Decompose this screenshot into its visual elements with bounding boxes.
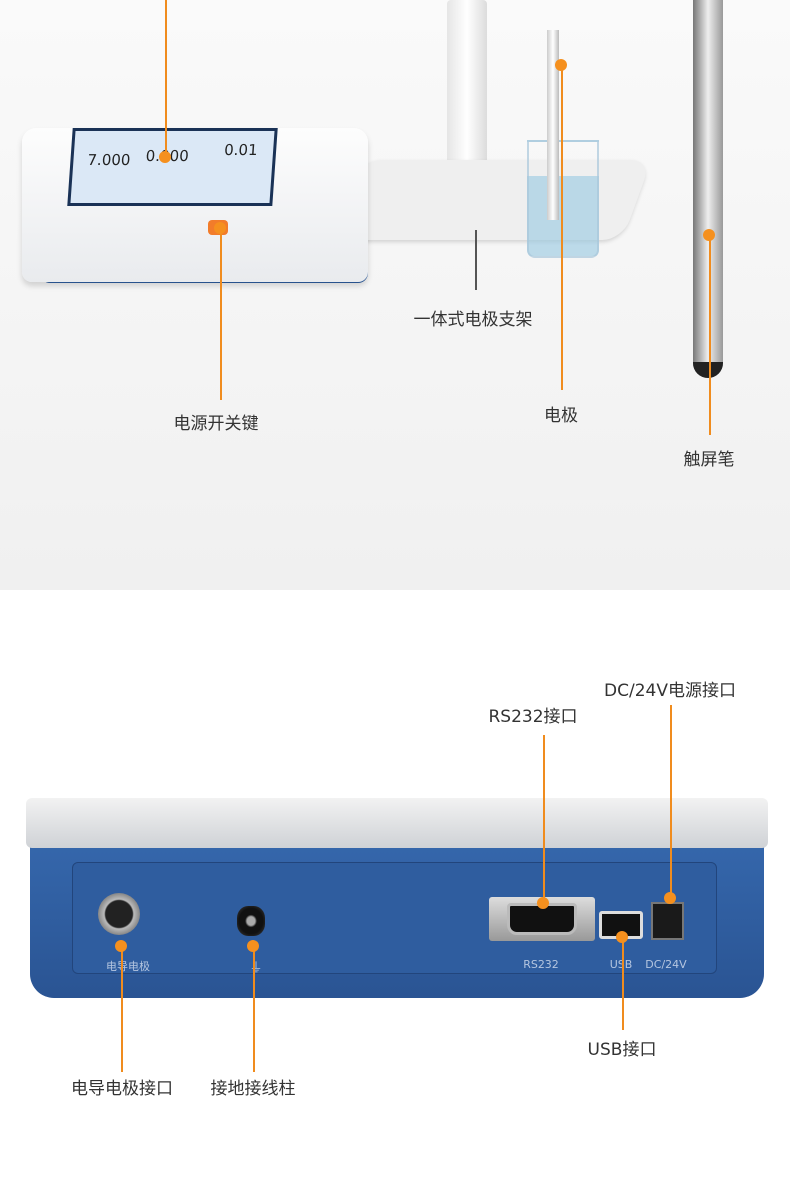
screen-callout-line bbox=[165, 0, 167, 157]
dc-callout-dot bbox=[664, 892, 676, 904]
rs232-label: RS232接口 bbox=[488, 707, 578, 727]
electrode-stand-pole bbox=[447, 0, 487, 185]
touch-screen: 7.000 0.000 0.01 bbox=[67, 128, 278, 206]
print-usb: USB bbox=[609, 958, 633, 971]
conductivity-label: 电导电极接口 bbox=[71, 1079, 173, 1099]
electrode-stand-base bbox=[332, 160, 652, 240]
ground-callout-dot bbox=[247, 940, 259, 952]
rs232-callout-line bbox=[543, 735, 545, 903]
dc-callout-line bbox=[670, 705, 672, 898]
stylus bbox=[693, 0, 723, 378]
dc-label: DC/24V电源接口 bbox=[604, 681, 736, 701]
print-conductivity: 电导电极 bbox=[106, 960, 150, 973]
print-dc: DC/24V bbox=[645, 958, 687, 971]
dc-port bbox=[651, 902, 684, 940]
ground-symbol-icon: ⏚ bbox=[249, 961, 263, 976]
stand-callout-line bbox=[475, 230, 477, 290]
device-rear-top bbox=[26, 798, 768, 848]
print-rs232: RS232 bbox=[523, 958, 559, 971]
stylus-callout-dot bbox=[703, 229, 715, 241]
top-section bbox=[0, 0, 790, 590]
electrode-callout-line bbox=[561, 65, 563, 390]
electrode bbox=[547, 30, 559, 220]
screen-callout-dot bbox=[159, 151, 171, 163]
beaker bbox=[527, 140, 599, 258]
rs232-callout-dot bbox=[537, 897, 549, 909]
conductivity-connector bbox=[98, 893, 140, 935]
usb-label: USB接口 bbox=[587, 1040, 657, 1060]
usb-port bbox=[599, 911, 643, 939]
reading-3: 0.01 bbox=[223, 141, 259, 159]
power-key-label: 电源开关键 bbox=[173, 414, 259, 434]
power-callout-line bbox=[220, 228, 222, 400]
ground-callout-line bbox=[253, 946, 255, 1072]
stylus-callout-line bbox=[709, 235, 711, 435]
reading-1: 7.000 bbox=[86, 151, 132, 169]
stylus-tip bbox=[693, 362, 723, 378]
electrode-stand-label: 一体式电极支架 bbox=[413, 310, 533, 330]
electrode-callout-dot bbox=[555, 59, 567, 71]
power-callout-dot bbox=[214, 222, 226, 234]
conductivity-callout-dot bbox=[115, 940, 127, 952]
usb-callout-dot bbox=[616, 931, 628, 943]
ground-terminal bbox=[237, 906, 265, 936]
stylus-label: 触屏笔 bbox=[683, 450, 735, 470]
electrode-label: 电极 bbox=[544, 406, 578, 426]
conductivity-callout-line bbox=[121, 946, 123, 1072]
usb-callout-line bbox=[622, 937, 624, 1030]
ground-label: 接地接线柱 bbox=[210, 1079, 296, 1099]
